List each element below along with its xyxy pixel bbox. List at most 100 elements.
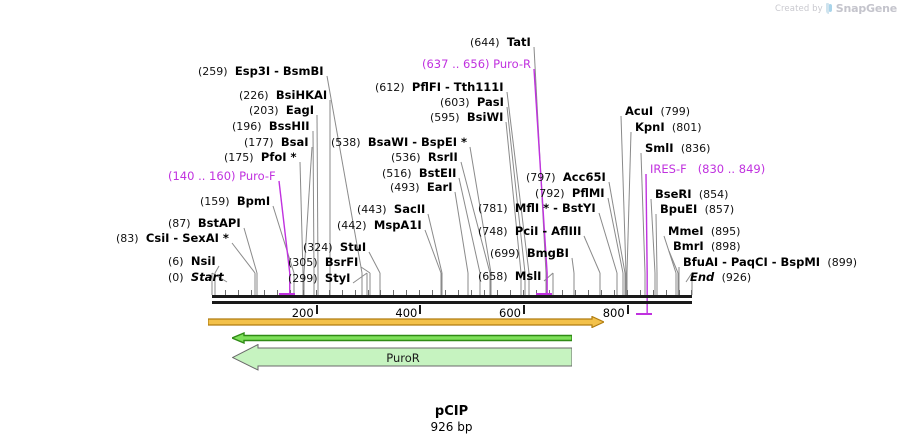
site-label-mfli-bstyi[interactable]: (781) MflI * - BstYI — [478, 202, 596, 215]
site-enzyme-name: Start — [190, 270, 224, 284]
site-enzyme-name: BsiHKAI — [275, 88, 328, 102]
site-position: (538) — [331, 136, 361, 149]
primer-label-puro-r[interactable]: (637 .. 656) Puro-R — [422, 58, 531, 70]
site-label-stui[interactable]: (324) StuI — [303, 241, 366, 254]
ruler-minor-tick — [445, 290, 447, 295]
site-position: (0) — [168, 271, 184, 284]
site-label-mspa1i[interactable]: (442) MspA1I — [337, 219, 422, 232]
ruler-minor-tick — [600, 290, 602, 295]
site-label-acui[interactable]: AcuI (799) — [625, 105, 690, 118]
ruler-minor-tick — [471, 290, 473, 295]
site-label-pflmi[interactable]: (792) PflMI — [535, 187, 605, 200]
primer-bracket-puro-f[interactable] — [278, 293, 295, 295]
ruler-minor-tick — [510, 290, 512, 295]
site-label-styi[interactable]: (299) StyI — [288, 272, 350, 285]
site-label-kpni[interactable]: KpnI (801) — [635, 121, 702, 134]
ruler-minor-tick — [289, 290, 291, 295]
site-position: (854) — [698, 188, 729, 201]
site-label-nsii[interactable]: (6) NsiI — [168, 255, 216, 268]
site-enzyme-name: BstEII — [418, 166, 457, 180]
site-position: (926) — [721, 271, 752, 284]
site-enzyme-name: PasI — [476, 95, 504, 109]
plasmid-size: 926 bp — [430, 420, 473, 434]
site-label-pfoi-[interactable]: (175) PfoI * — [224, 151, 297, 164]
site-label-bpmi[interactable]: (159) BpmI — [200, 195, 270, 208]
site-position: (658) — [478, 270, 508, 283]
ruler-minor-tick — [458, 290, 460, 295]
primer-name: Puro-F — [239, 169, 276, 183]
site-position: (799) — [660, 105, 691, 118]
site-label-bsiwi[interactable]: (595) BsiWI — [430, 111, 503, 124]
site-position: (299) — [288, 272, 318, 285]
site-label-tati[interactable]: (644) TatI — [470, 36, 531, 49]
ruler-minor-tick — [341, 290, 343, 295]
site-position: (797) — [526, 171, 556, 184]
site-label-bfuai-paqci-bspmi[interactable]: BfuAI - PaqCI - BspMI (899) — [683, 256, 857, 269]
ruler-minor-tick — [328, 290, 330, 295]
site-label-msli[interactable]: (658) MslI — [478, 270, 541, 283]
ruler-minor-tick — [678, 290, 680, 295]
site-label-sacii[interactable]: (443) SacII — [357, 203, 425, 216]
site-label-bsihkai[interactable]: (226) BsiHKAI — [239, 89, 327, 102]
site-label-eagi[interactable]: (203) EagI — [249, 104, 314, 117]
site-label-bsshii[interactable]: (196) BssHII — [232, 120, 310, 133]
site-label-end[interactable]: End (926) — [690, 271, 751, 284]
ruler-minor-tick — [561, 290, 563, 295]
site-label-smli[interactable]: SmlI (836) — [645, 142, 710, 155]
ruler-minor-tick — [652, 290, 654, 295]
site-label-eari[interactable]: (493) EarI — [390, 181, 452, 194]
ruler-tick — [419, 305, 422, 314]
primer-range: (830 .. 849) — [697, 162, 766, 176]
ruler-minor-tick — [406, 290, 408, 295]
puroR-feature-label: PuroR — [386, 351, 420, 365]
primer-bracket-ires-f[interactable] — [636, 313, 653, 315]
site-enzyme-name: EagI — [285, 103, 315, 117]
site-label-bsawi-bspei-[interactable]: (538) BsaWI - BspEI * — [331, 136, 467, 149]
site-position: (203) — [249, 104, 279, 117]
site-label-bsteii[interactable]: (516) BstEII — [382, 167, 456, 180]
site-label-start[interactable]: (0) Start — [168, 271, 224, 284]
primer-bracket-puro-r[interactable] — [536, 293, 553, 295]
watermark-brand: SnapGene — [835, 2, 897, 15]
primer-name: IRES-F — [650, 162, 687, 176]
site-enzyme-name: MmeI — [668, 224, 704, 238]
primer-label-puro-f[interactable]: (140 .. 160) Puro-F — [168, 170, 276, 182]
site-label-pcii-afliii[interactable]: (748) PciI - AflIII — [478, 225, 581, 238]
ruler-minor-tick — [535, 290, 537, 295]
ruler-tick-label: 400 — [395, 306, 418, 320]
backbone-span-arrow — [208, 316, 604, 328]
dna-backbone — [212, 295, 692, 304]
puroR-arrow-shape[interactable] — [232, 344, 573, 371]
site-enzyme-name: CsiI - SexAI * — [145, 231, 229, 245]
site-label-bstapi[interactable]: (87) BstAPI — [168, 217, 241, 230]
ruler-minor-tick — [639, 290, 641, 295]
site-label-rsrii[interactable]: (536) RsrII — [391, 151, 458, 164]
site-label-csii-sexai-[interactable]: (83) CsiI - SexAI * — [116, 232, 229, 245]
site-label-acc65i[interactable]: (797) Acc65I — [526, 171, 606, 184]
site-label-pasi[interactable]: (603) PasI — [440, 96, 504, 109]
site-label-bsrfi[interactable]: (305) BsrFI — [288, 256, 358, 269]
site-enzyme-name: PfoI * — [260, 150, 297, 164]
site-label-esp3i-bsmbi[interactable]: (259) Esp3I - BsmBI — [198, 65, 324, 78]
site-label-bseri[interactable]: BseRI (854) — [655, 188, 728, 201]
site-enzyme-name: BsaWI - BspEI * — [367, 135, 468, 149]
plasmid-name: pCIP — [434, 404, 469, 419]
site-label-bsai[interactable]: (177) BsaI — [244, 136, 309, 149]
ruler-minor-tick — [276, 290, 278, 295]
site-enzyme-name: BfuAI - PaqCI - BspMI — [683, 255, 821, 269]
site-position: (748) — [478, 225, 508, 238]
site-label-bmgbi[interactable]: (699) BmgBI — [490, 247, 569, 260]
site-position: (83) — [116, 232, 139, 245]
site-label-pflfi-tth111i[interactable]: (612) PflFI - Tth111I — [375, 81, 504, 94]
site-position: (895) — [710, 225, 741, 238]
primer-label-ires-f[interactable]: IRES-F (830 .. 849) — [650, 163, 765, 175]
puroR-feature-arrow[interactable] — [232, 344, 572, 372]
ruler-minor-tick — [548, 290, 550, 295]
site-label-bpuei[interactable]: BpuEI (857) — [660, 203, 734, 216]
site-label-bmri[interactable]: BmrI (898) — [673, 240, 741, 253]
site-position: (836) — [680, 142, 711, 155]
site-enzyme-name: BsrFI — [324, 255, 359, 269]
site-label-mmei[interactable]: MmeI (895) — [668, 225, 740, 238]
puroR-line-arrow — [232, 332, 572, 344]
ruler-minor-tick — [574, 290, 576, 295]
